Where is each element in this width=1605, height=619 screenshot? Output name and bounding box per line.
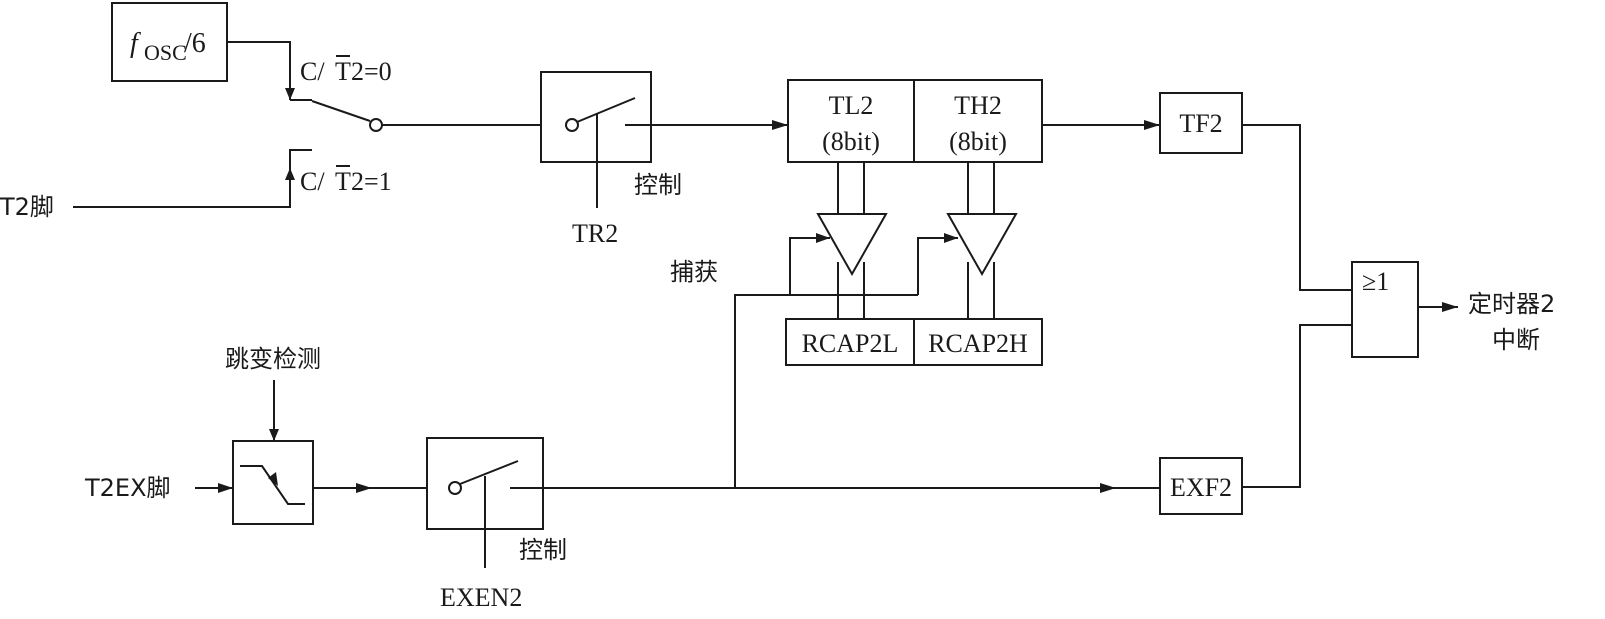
tl2-label: TL2 (829, 91, 874, 120)
osc-f-label: f (130, 28, 141, 59)
ct2-one-t: T (335, 167, 351, 196)
tr2-label: TR2 (572, 219, 618, 248)
tf2-to-or-wire (1242, 124, 1352, 291)
exen2-to-exf2-arrow (1100, 483, 1116, 493)
osc-sub-label: OSC (144, 40, 187, 65)
or-gate-label: ≥1 (1362, 267, 1389, 296)
th2-bits-label: (8bit) (949, 127, 1007, 156)
t2ex-pin-label: T2EX脚 (84, 474, 171, 502)
osc-div-label: /6 (184, 28, 206, 59)
or-gate (1351, 261, 1419, 358)
rcap2h-label: RCAP2H (928, 329, 1028, 358)
exf2-flag-box (1159, 457, 1243, 515)
timer2-interrupt-line1: 定时器2 (1468, 290, 1555, 318)
t2ex-input-arrow (218, 483, 233, 493)
timer2-interrupt-line2: 中断 (1492, 326, 1540, 354)
tr2-to-counter-arrow (772, 120, 788, 130)
capture-label: 捕获 (670, 258, 718, 286)
ct2-zero-value: 2=0 (351, 57, 392, 86)
ct2-one-value: 2=1 (351, 167, 392, 196)
t2-pin-wire (73, 149, 312, 208)
edge-detect-symbol (240, 465, 305, 505)
capture-th2-arrow (944, 233, 958, 243)
rcap2l-register (785, 318, 915, 366)
exf2-to-or-wire (1242, 324, 1352, 488)
tr2-switch-blade (576, 97, 636, 123)
th2-capture-buffer (946, 213, 1018, 277)
exf2-label: EXF2 (1170, 473, 1232, 502)
exen2-label: EXEN2 (440, 583, 522, 612)
th2-register (913, 79, 1043, 163)
counter-to-tf2-arrow (1144, 120, 1160, 130)
tl2-bits-label: (8bit) (822, 127, 880, 156)
t2-up-arrow (285, 168, 295, 180)
edge-detect-down-arrow (269, 429, 279, 441)
selector-switch-blade (311, 100, 371, 122)
capture-th2-branch (917, 237, 958, 295)
tf2-flag-box (1159, 92, 1243, 154)
th2-label: TH2 (954, 91, 1002, 120)
exen2-switch-blade (459, 460, 519, 485)
tl2-register (787, 79, 915, 163)
capture-trigger-wire (734, 294, 918, 487)
exen2-control-label: 控制 (519, 536, 567, 564)
ct2-zero-c: C/ (300, 57, 325, 86)
tr2-control-label: 控制 (634, 171, 682, 199)
edge-to-exen2-arrow (356, 483, 372, 493)
rcap2l-label: RCAP2L (802, 329, 899, 358)
tr2-switch-pivot (565, 118, 579, 132)
osc-output-wire (227, 41, 291, 100)
or-output-arrow (1442, 302, 1458, 312)
edge-detect-label: 跳变检测 (225, 345, 321, 373)
osc-down-arrow (285, 88, 295, 100)
tl2-capture-buffer (816, 213, 888, 277)
selector-pivot (369, 118, 383, 132)
ct2-one-c: C/ (300, 167, 325, 196)
osc-divider-box (111, 2, 228, 82)
edge-detect-symbol-arrow (268, 472, 278, 486)
t2-pin-label: T2脚 (0, 193, 54, 221)
capture-tl2-branch (789, 237, 830, 295)
tf2-label: TF2 (1179, 109, 1222, 138)
ct2-zero-t: T (335, 57, 351, 86)
rcap2h-register (913, 318, 1043, 366)
capture-tl2-arrow (816, 233, 830, 243)
exen2-switch-pivot (448, 481, 462, 495)
